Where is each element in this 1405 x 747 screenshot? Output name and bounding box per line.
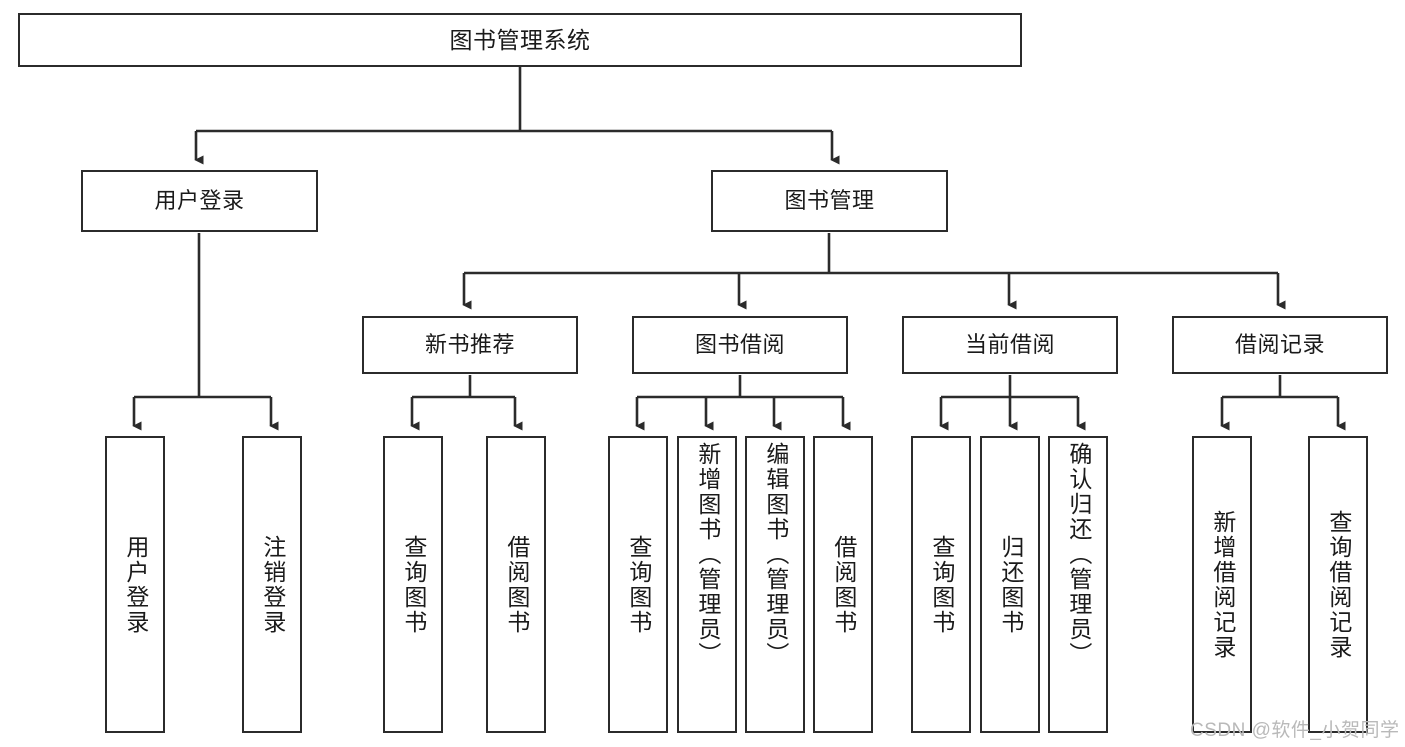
node-new-book-recommend[interactable]: 新书推荐 [362,316,578,374]
node-label: 编辑图书（管理员） [762,442,789,667]
node-leaf-query-borrow-record[interactable]: 查询借阅记录 [1308,436,1368,733]
node-leaf-add-book[interactable]: 新增图书（管理员） [677,436,737,733]
node-label: 图书管理 [784,188,875,213]
node-book-management[interactable]: 图书管理 [711,170,948,232]
node-user-login[interactable]: 用户登录 [81,170,318,232]
node-label: 归还图书 [997,534,1024,635]
node-label: 确认归还（管理员） [1065,442,1092,667]
node-leaf-user-login[interactable]: 用户登录 [105,436,165,733]
node-label: 借阅图书 [503,534,530,635]
node-label: 注销登录 [259,534,286,635]
node-label: 借阅记录 [1234,332,1325,357]
node-book-borrow[interactable]: 图书借阅 [632,316,848,374]
node-label: 图书借阅 [694,332,785,357]
node-root-book-management-system[interactable]: 图书管理系统 [18,13,1022,67]
node-label: 新增图书（管理员） [694,442,721,667]
node-leaf-confirm-return[interactable]: 确认归还（管理员） [1048,436,1108,733]
node-leaf-return-book[interactable]: 归还图书 [980,436,1040,733]
node-leaf-query-book-3[interactable]: 查询图书 [911,436,971,733]
node-label: 查询图书 [400,534,427,635]
node-label: 借阅图书 [830,534,857,635]
node-label: 查询图书 [928,534,955,635]
node-label: 用户登录 [154,188,245,213]
node-leaf-borrow-book-1[interactable]: 借阅图书 [486,436,546,733]
node-label: 新书推荐 [424,332,515,357]
node-leaf-query-book-1[interactable]: 查询图书 [383,436,443,733]
node-leaf-edit-book[interactable]: 编辑图书（管理员） [745,436,805,733]
csdn-watermark: CSDN @软件_小贺同学 [1190,720,1400,741]
node-leaf-add-borrow-record[interactable]: 新增借阅记录 [1192,436,1252,733]
node-borrow-record[interactable]: 借阅记录 [1172,316,1388,374]
node-label: 新增借阅记录 [1209,509,1236,660]
node-label: 查询借阅记录 [1325,509,1352,660]
node-current-borrow[interactable]: 当前借阅 [902,316,1118,374]
node-leaf-query-book-2[interactable]: 查询图书 [608,436,668,733]
node-label: 用户登录 [122,534,149,635]
node-label: 查询图书 [625,534,652,635]
node-leaf-logout-login[interactable]: 注销登录 [242,436,302,733]
node-label: 图书管理系统 [449,26,591,53]
node-leaf-borrow-book-2[interactable]: 借阅图书 [813,436,873,733]
node-label: 当前借阅 [964,332,1055,357]
